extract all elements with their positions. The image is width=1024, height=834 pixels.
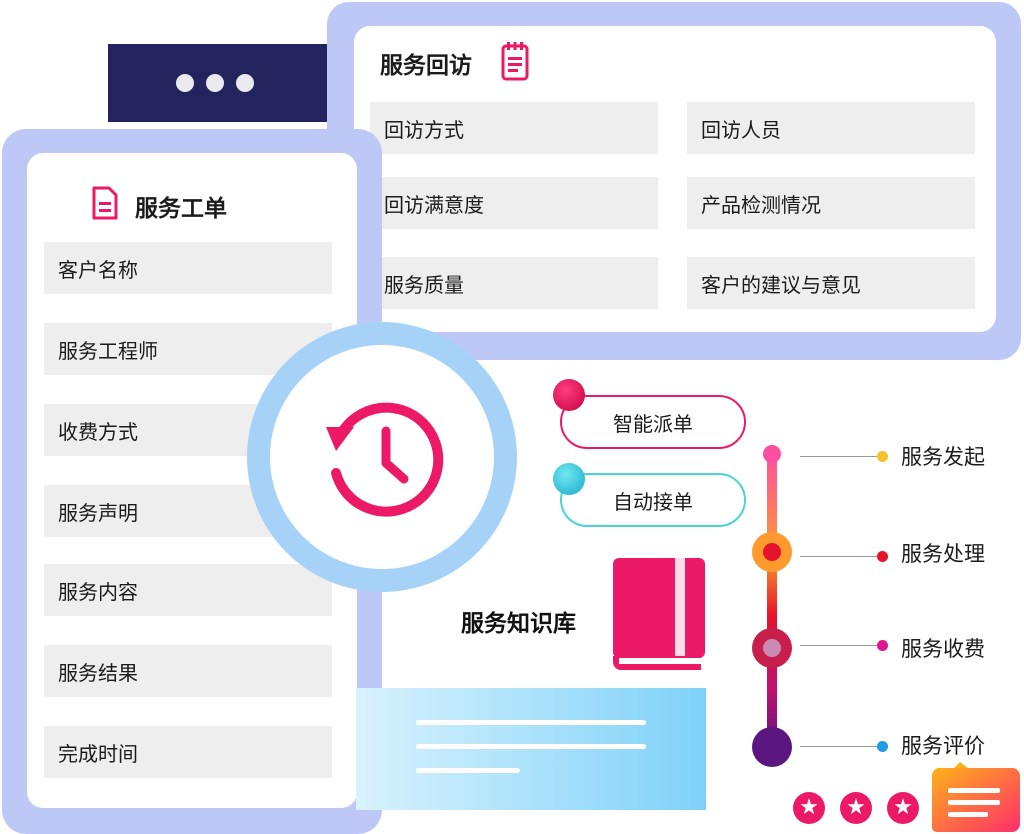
timeline-step-dot xyxy=(877,551,888,562)
timeline-step-process: 服务处理 xyxy=(901,542,985,566)
document-line xyxy=(416,744,646,749)
visit-field-satisfaction: 回访满意度 xyxy=(370,177,658,229)
window-dot xyxy=(236,74,254,92)
timeline-step-dot xyxy=(877,451,888,462)
auto-accept-pill: 自动接单 xyxy=(560,473,746,527)
document-line xyxy=(416,768,520,773)
order-field-completion-time: 完成时间 xyxy=(44,726,332,778)
work-order-title: 服务工单 xyxy=(135,196,227,222)
auto-accept-dot xyxy=(553,463,585,495)
star-icon: ★ xyxy=(840,792,872,824)
smart-dispatch-pill: 智能派单 xyxy=(560,395,746,449)
visit-field-quality: 服务质量 xyxy=(370,257,658,309)
window-title-bar xyxy=(108,44,366,122)
timeline-connector xyxy=(800,556,880,557)
chat-bubble-icon xyxy=(932,762,1020,832)
visit-field-feedback: 客户的建议与意见 xyxy=(687,257,975,309)
notepad-icon xyxy=(501,42,529,81)
timeline-step-review: 服务评价 xyxy=(901,734,985,758)
window-dot xyxy=(206,74,224,92)
rating-stars: ★ ★ ★ xyxy=(793,792,919,824)
visit-field-staff: 回访人员 xyxy=(687,102,975,154)
visit-field-inspection: 产品检测情况 xyxy=(687,177,975,229)
document-line xyxy=(416,720,646,725)
smart-dispatch-dot xyxy=(553,379,585,411)
timeline-step-dot xyxy=(877,741,888,752)
service-visit-panel: 服务回访 回访方式 回访人员 回访满意度 产品检测情况 服务质量 客户的建议与意… xyxy=(354,26,996,332)
window-dot xyxy=(176,74,194,92)
timeline-step-initiate: 服务发起 xyxy=(901,445,985,469)
document-card xyxy=(356,688,706,810)
document-icon xyxy=(92,186,118,220)
visit-field-method: 回访方式 xyxy=(370,102,658,154)
timeline-step-dot xyxy=(877,640,888,651)
star-icon: ★ xyxy=(887,792,919,824)
timeline-connector xyxy=(800,746,880,747)
book-icon xyxy=(613,558,705,670)
timeline-step-charge: 服务收费 xyxy=(901,637,985,661)
star-icon: ★ xyxy=(793,792,825,824)
clock-face xyxy=(270,345,494,569)
order-field-content: 服务内容 xyxy=(44,564,332,616)
service-timeline xyxy=(752,445,792,767)
service-visit-title: 服务回访 xyxy=(380,53,472,79)
timeline-connector xyxy=(800,456,880,457)
timeline-connector xyxy=(800,645,880,646)
order-field-result: 服务结果 xyxy=(44,645,332,697)
order-field-customer: 客户名称 xyxy=(44,242,332,294)
history-clock-icon xyxy=(326,402,444,517)
knowledge-base-label: 服务知识库 xyxy=(461,611,576,637)
